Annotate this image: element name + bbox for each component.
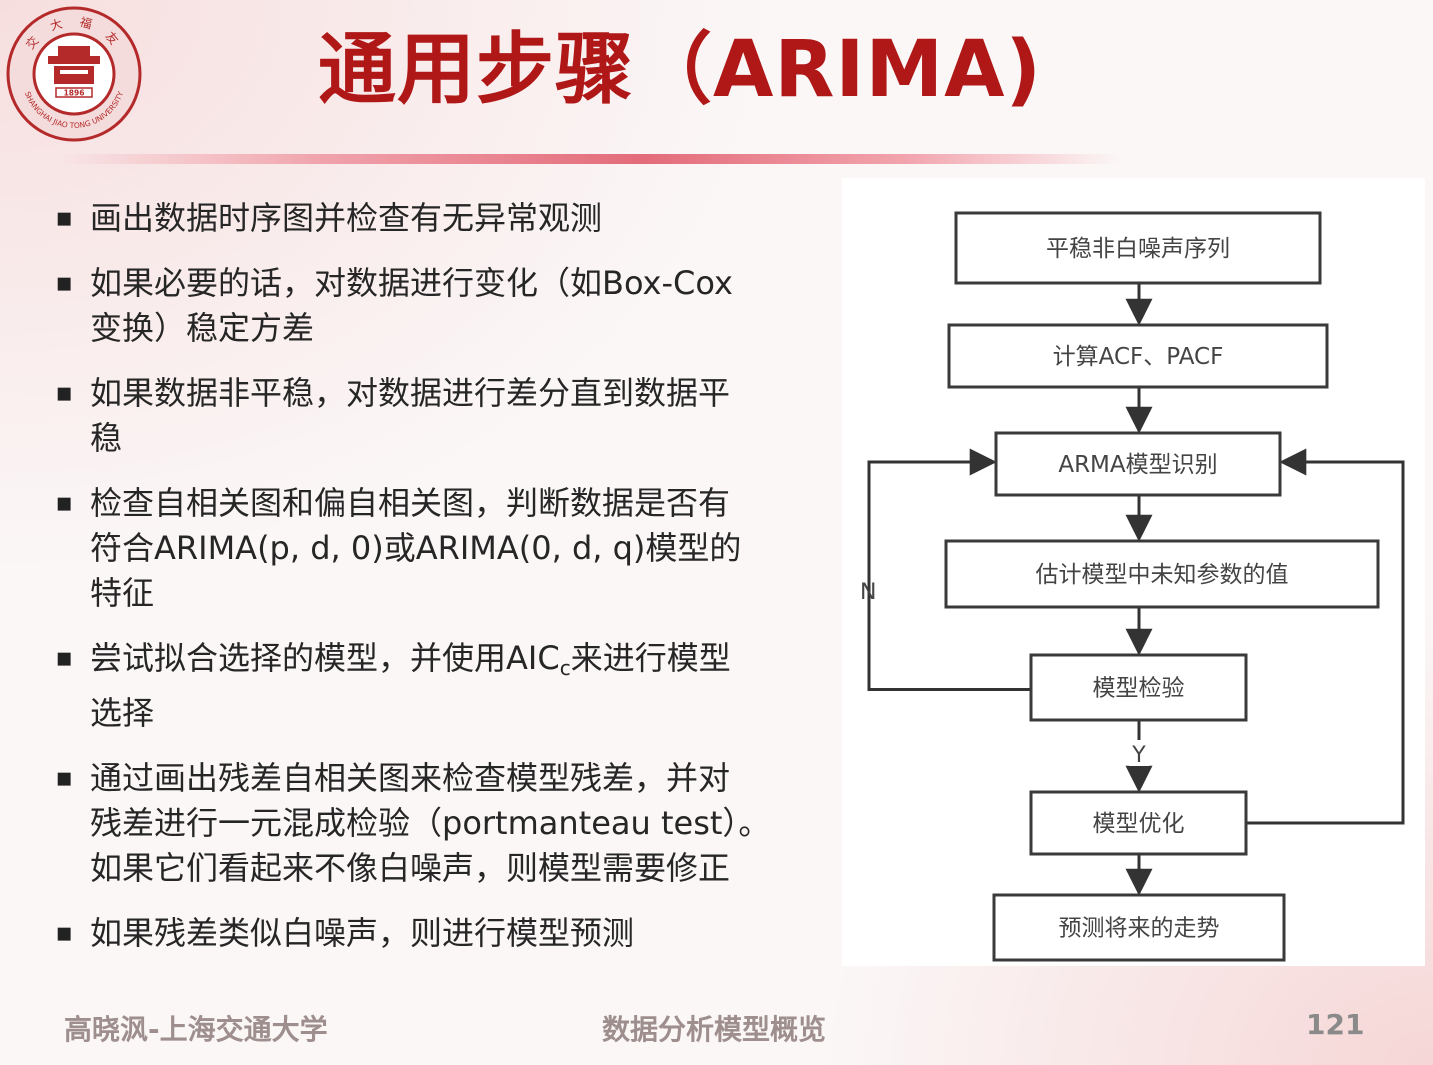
- footer-course-title: 数据分析模型概览: [602, 1013, 827, 1046]
- flow-node-label: 平稳非白噪声序列: [1046, 236, 1230, 262]
- bullet-text: 如果残差类似白噪声，则进行模型预测: [90, 914, 635, 952]
- bullet-marker: ▪: [55, 378, 73, 408]
- bullet-marker: ▪: [55, 643, 73, 673]
- flow-node-label: 预测将来的走势: [1059, 916, 1220, 942]
- title-divider: [60, 154, 1120, 164]
- bullet-item: ▪ 如果数据非平稳，对数据进行差分直到数据平稳: [52, 371, 832, 461]
- bullet-text: 画出数据时序图并检查有无异常观测: [90, 199, 603, 237]
- bullet-item: ▪ 检查自相关图和偏自相关图，判断数据是否有符合ARIMA(p, d, 0)或A…: [52, 481, 832, 616]
- page-number: 121: [1306, 1008, 1365, 1041]
- bullet-text: 检查自相关图和偏自相关图，判断数据是否有符合ARIMA(p, d, 0)或ARI…: [90, 484, 742, 612]
- flow-node-model-check: 模型检验: [1029, 653, 1248, 722]
- flow-node-forecast: 预测将来的走势: [992, 893, 1286, 962]
- flow-node-box: [992, 893, 1286, 962]
- flow-edge-label-n: N: [860, 580, 876, 605]
- bullet-marker: ▪: [55, 918, 73, 948]
- flow-node-box: [1029, 790, 1248, 856]
- flow-node-stationary-series: 平稳非白噪声序列: [954, 211, 1322, 285]
- logo-year: 1896: [64, 89, 85, 98]
- bullet-marker: ▪: [55, 763, 73, 793]
- bullet-text-before: 尝试拟合选择的模型，并使用AIC: [90, 639, 560, 677]
- aic-subscript: c: [559, 656, 571, 680]
- bullet-item: ▪ 通过画出残差自相关图来检查模型残差，并对残差进行一元混成检验（portman…: [52, 756, 832, 891]
- flow-node-label: 模型优化: [1093, 811, 1185, 837]
- flowchart-panel: 平稳非白噪声序列计算ACF、PACF ARMA模型识别估计模型中未知参数的值模型检…: [842, 178, 1425, 966]
- bullet-marker: ▪: [55, 488, 73, 518]
- flow-edge-reject-loop: [867, 448, 1031, 691]
- bullet-marker: ▪: [55, 268, 73, 298]
- university-logo: 交 大 福 友 SHANGHAI JIAO TONG UNIVERSITY 18…: [6, 6, 142, 142]
- footer-author: 高晓沨-上海交通大学: [64, 1013, 328, 1046]
- bullet-marker: ▪: [55, 203, 73, 233]
- flow-node-arma-identification: ARMA模型识别: [994, 431, 1282, 497]
- flow-node-box: [954, 211, 1322, 285]
- flow-node-box: [994, 431, 1282, 497]
- flow-edge-label-y: Y: [1131, 743, 1146, 768]
- bullet-text: 如果数据非平稳，对数据进行差分直到数据平稳: [90, 374, 731, 457]
- flow-node-box: [947, 323, 1329, 389]
- flow-node-label: 估计模型中未知参数的值: [1036, 562, 1289, 588]
- bullet-list: ▪ 画出数据时序图并检查有无异常观测 ▪ 如果必要的话，对数据进行变化（如Box…: [52, 196, 832, 976]
- flow-node-box: [944, 539, 1380, 609]
- slide-title: 通用步骤（ARIMA): [318, 25, 1043, 115]
- bullet-text: 通过画出残差自相关图来检查模型残差，并对残差进行一元混成检验（portmante…: [90, 759, 771, 887]
- bullet-item: ▪ 如果残差类似白噪声，则进行模型预测: [52, 911, 832, 956]
- flow-node-label: ARMA模型识别: [1058, 452, 1217, 478]
- flow-node-label: 模型检验: [1093, 676, 1185, 702]
- flow-node-label: 计算ACF、PACF: [1053, 344, 1224, 370]
- flow-node-estimate-parameters: 估计模型中未知参数的值: [944, 539, 1380, 609]
- flow-edge-label-bg: [1129, 740, 1149, 766]
- flow-edge-optimize-loop: [1246, 448, 1405, 825]
- flow-node-model-optimization: 模型优化: [1029, 790, 1248, 856]
- flow-node-box: [1029, 653, 1248, 722]
- bullet-item: ▪ 尝试拟合选择的模型，并使用AICc来进行模型选择: [52, 636, 832, 736]
- flow-node-compute-acf-pacf: 计算ACF、PACF: [947, 323, 1329, 389]
- bullet-item: ▪ 画出数据时序图并检查有无异常观测: [52, 196, 832, 241]
- bullet-text-after: 来进行模型选择: [90, 639, 731, 732]
